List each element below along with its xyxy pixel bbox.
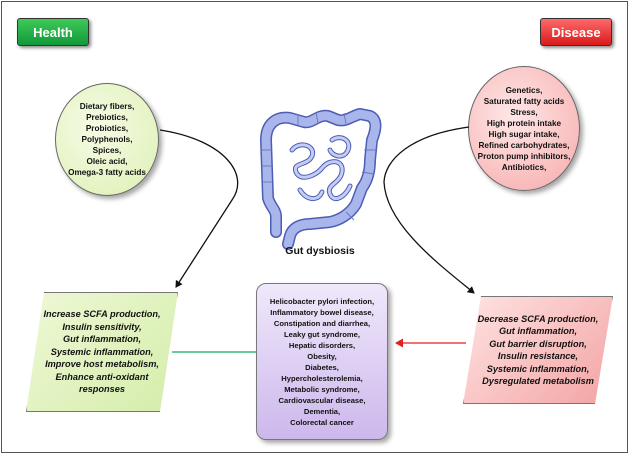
health-effects-box xyxy=(26,292,178,412)
health-effect: responses xyxy=(79,384,125,395)
conditions-box: Helicobacter pylori infection, Inflammat… xyxy=(256,283,388,440)
disease-factor: Genetics, xyxy=(505,85,543,95)
health-effects-text: Increase SCFA production, Insulin sensit… xyxy=(30,296,174,408)
health-factor: Prebiotics, xyxy=(86,113,128,122)
condition-item: Cardiovascular disease, xyxy=(278,395,366,405)
condition-item: Helicobacter pylori infection, xyxy=(269,296,375,306)
health-factor: Polyphenols, xyxy=(81,135,133,144)
condition-item: Hepatic disorders, xyxy=(288,340,356,350)
health-connector-arrow xyxy=(159,129,239,288)
condition-item: Colorectal cancer xyxy=(290,417,354,427)
condition-item: Dementia, xyxy=(303,406,341,416)
health-label: Health xyxy=(17,18,89,46)
condition-item: Constipation and diarrhea, xyxy=(273,318,371,328)
disease-factor: High sugar intake, xyxy=(488,129,560,139)
health-effect: Improve host metabolism, xyxy=(45,359,159,370)
disease-factors-circle: Genetics, Saturated fatty acids Stress, … xyxy=(468,66,580,191)
inhibition-line xyxy=(172,344,265,360)
disease-factor: Antibiotics, xyxy=(501,162,547,172)
disease-effect: Decrease SCFA production, xyxy=(477,313,599,324)
condition-item: Obesity, xyxy=(307,351,337,361)
condition-item: Metabolic syndrome, xyxy=(284,384,360,394)
health-factor: Omega-3 fatty acids xyxy=(68,168,146,177)
disease-effect: Insulin resistance, xyxy=(497,351,579,361)
disease-factor: Saturated fatty acids xyxy=(483,96,565,106)
health-effect: Gut inflammation, xyxy=(62,334,142,345)
health-effect: Systemic inflammation, xyxy=(50,346,154,357)
health-factor: Spices, xyxy=(92,146,122,155)
condition-item: Hypercholesterolemia, xyxy=(281,373,363,383)
intestine-icon xyxy=(260,108,382,250)
health-factor: Oleic acid, xyxy=(86,157,128,166)
disease-factor: High protein intake xyxy=(486,118,562,128)
disease-factor: Proton pump inhibitors, xyxy=(477,151,571,161)
disease-effect: Gut barrier disruption, xyxy=(489,338,587,349)
disease-effect: Gut inflammation, xyxy=(498,326,578,336)
health-effect: Enhance anti-oxidant xyxy=(55,371,149,382)
disease-factor: Stress, xyxy=(510,107,538,117)
health-factors-circle: Dietary fibers, Prebiotics, Probiotics, … xyxy=(55,83,159,196)
gut-dysbiosis-label: Gut dysbiosis xyxy=(285,245,355,257)
disease-factor: Refined carbohydrates, xyxy=(478,140,570,150)
health-factor: Dietary fibers, xyxy=(79,102,135,111)
disease-label: Disease xyxy=(540,18,612,46)
health-effect: Increase SCFA production, xyxy=(43,309,161,320)
health-effect: Insulin sensitivity, xyxy=(62,321,142,332)
condition-item: Leaky gut syndrome, xyxy=(284,329,360,339)
health-factor: Probiotics, xyxy=(85,124,129,133)
disease-effect: Dysregulated metabolism xyxy=(482,376,594,386)
condition-item: Diabetes, xyxy=(305,362,339,372)
disease-effects-box xyxy=(463,296,613,404)
disease-effect: Systemic inflammation, xyxy=(486,363,590,374)
disease-effects-text: Decrease SCFA production, Gut inflammati… xyxy=(467,300,609,400)
condition-item: Inflammatory bowel disease, xyxy=(270,307,374,317)
disease-connector-arrow xyxy=(383,126,475,294)
